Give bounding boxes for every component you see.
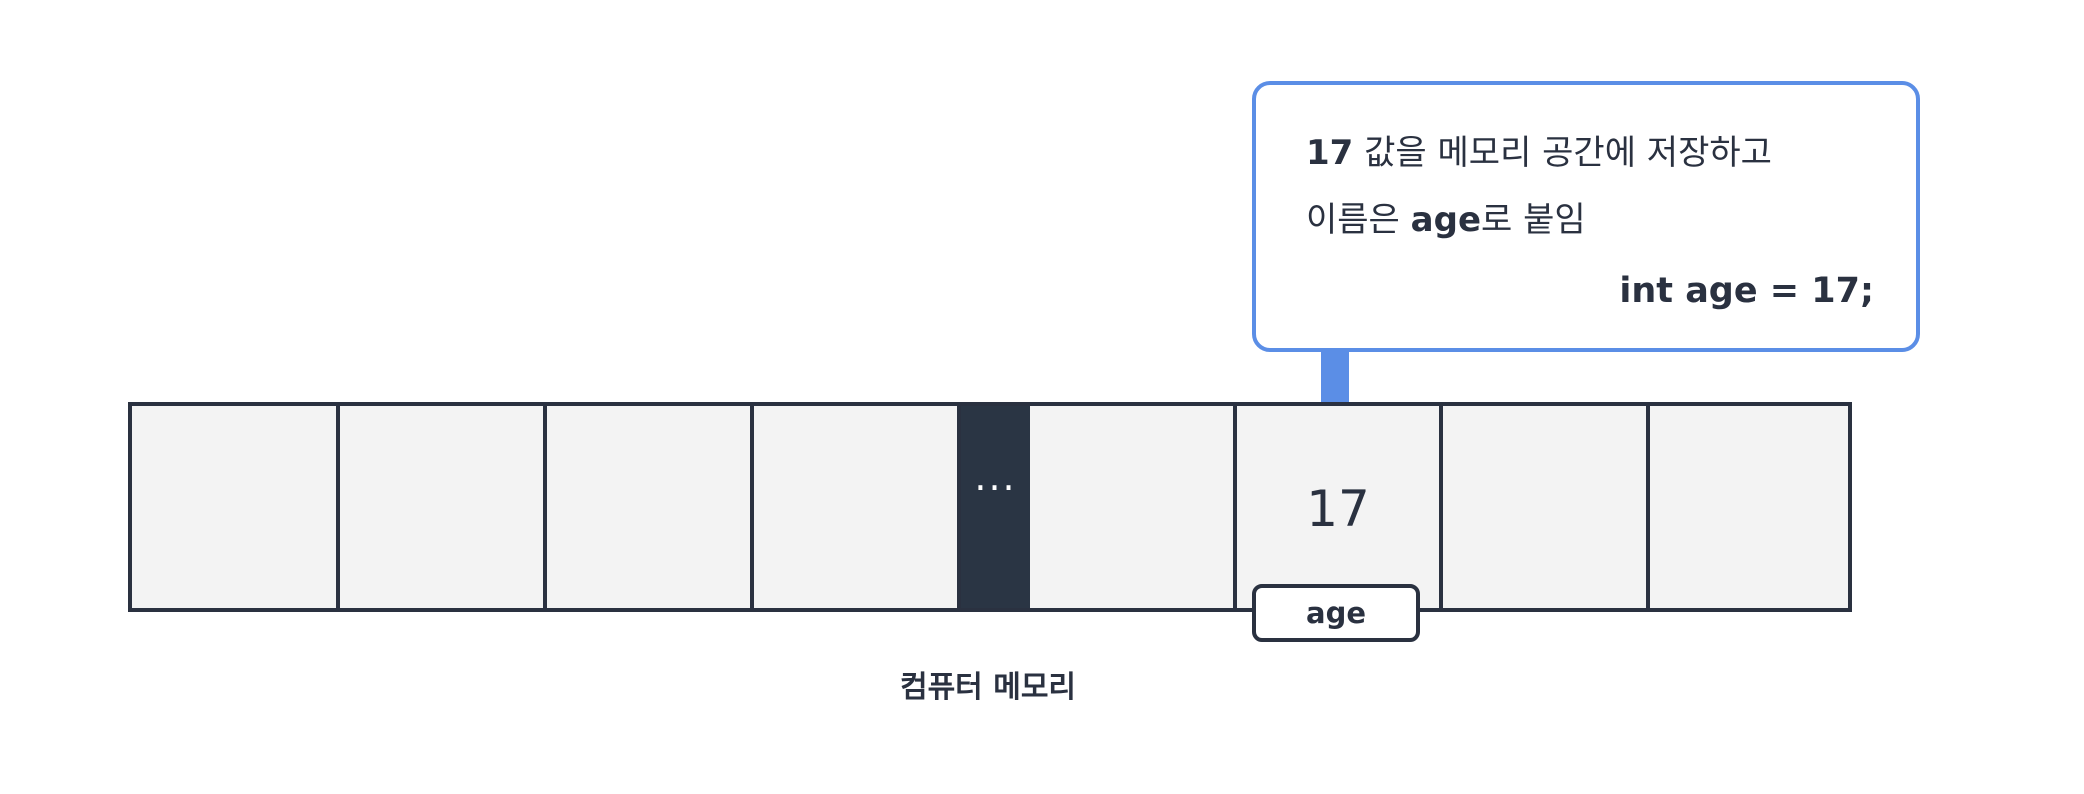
memory-cell — [1650, 406, 1848, 608]
variable-name-tag: age — [1252, 584, 1420, 642]
memory-cell — [340, 406, 547, 608]
memory-cell — [1443, 406, 1650, 608]
callout-line-1-text: 값을 메모리 공간에 저장하고 — [1353, 133, 1772, 173]
memory-cell — [132, 406, 340, 608]
memory-strip: ··· 17 — [128, 402, 1852, 612]
callout-name-text: age — [1410, 200, 1481, 240]
stored-value: 17 — [1306, 480, 1370, 538]
callout-value-text: 17 — [1306, 133, 1354, 173]
callout-line-1: 17 값을 메모리 공간에 저장하고 — [1306, 131, 1772, 175]
ellipsis-text: ··· — [974, 466, 1017, 510]
memory-cell — [547, 406, 754, 608]
explanation-callout: 17 값을 메모리 공간에 저장하고 이름은 age로 붙임 int age =… — [1252, 81, 1920, 352]
memory-cell — [754, 406, 961, 608]
memory-cell-age: 17 — [1237, 406, 1443, 608]
memory-gap-cell: ··· — [961, 406, 1030, 608]
callout-line-2: 이름은 age로 붙임 — [1306, 198, 1586, 242]
memory-caption: 컴퓨터 메모리 — [899, 670, 1077, 705]
memory-cell — [1030, 406, 1237, 608]
code-statement: int age = 17; — [1619, 271, 1874, 311]
callout-line-2-end: 로 붙임 — [1481, 200, 1586, 240]
callout-line-2-start: 이름은 — [1306, 200, 1411, 240]
